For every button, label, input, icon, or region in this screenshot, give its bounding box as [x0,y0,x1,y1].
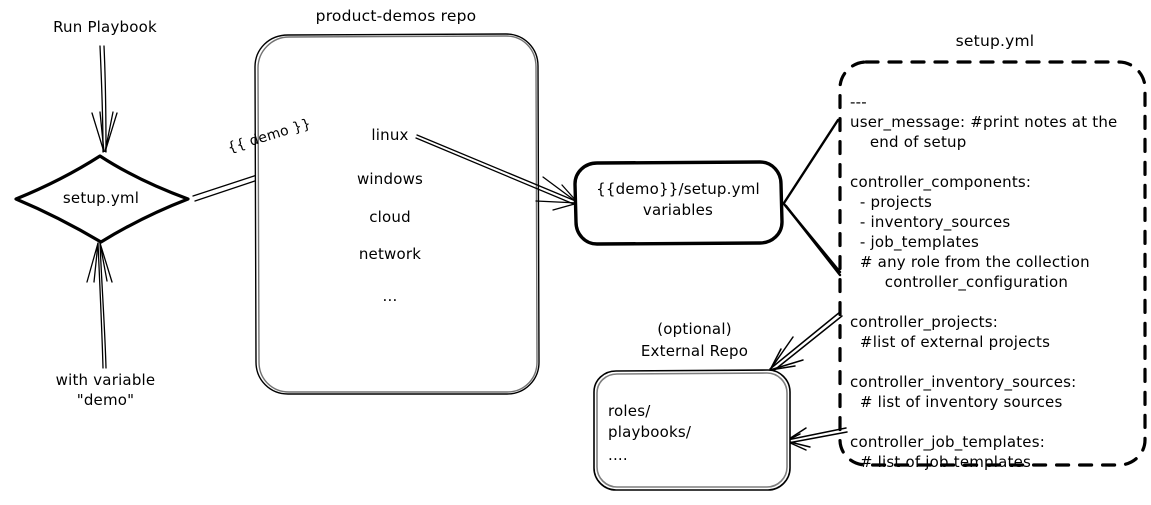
setup-yml-line: end of setup [850,133,967,151]
external-repo-item-roles: roles/ [608,402,651,420]
arrow-jobtemplates-to-external-repo [784,427,848,451]
external-repo-item-ellipsis: .... [608,446,628,464]
setup-yml-line: # any role from the collection [850,253,1090,271]
run-playbook-label: Run Playbook [53,18,157,36]
setup-yml-line [850,152,1145,172]
setup-yml-line: #list of external projects [850,333,1051,351]
setup-yml-line [850,412,1145,432]
external-repo-title-line1: (optional) [657,320,732,338]
repo-item-linux: linux [371,126,409,144]
external-repo-box [593,369,791,491]
setup-yml-line: # list of job templates [850,453,1032,471]
setup-yml-line [850,352,1145,372]
repo-item-network: network [358,245,422,263]
setup-yml-line: # list of inventory sources [850,393,1063,411]
arrow-run-playbook-to-setup [91,45,118,153]
setup-yml-line: controller_configuration [850,273,1069,291]
repo-item-ellipsis: ... [382,287,398,305]
demo-setup-vars-line1: {{demo}}/setup.yml [596,180,760,198]
demo-setup-vars-line2: variables [642,201,714,219]
setup-yml-line: controller_components: [850,173,1032,191]
repo-item-cloud: cloud [369,208,411,226]
line-setupyml-to-vars-bottom [782,202,842,277]
setup-yml-line: user_message: #print notes at the [850,113,1118,131]
external-repo-item-playbooks: playbooks/ [608,423,692,441]
setup-yml-diamond-label: setup.yml [62,189,140,207]
setup-yml-dashed-title: setup.yml [955,32,1035,50]
with-variable-label-line2: "demo" [76,391,135,409]
setup-yml-line: - job_templates [850,233,980,251]
setup-yml-dashed-box [838,60,1147,467]
setup-yml-content: --- user_message: #print notes at the end… [850,92,1145,472]
setup-yml-line: --- [850,93,867,111]
with-variable-label-line1: with variable [55,371,156,389]
setup-yml-line: controller_job_templates: [850,433,1046,451]
external-repo-title-line2: External Repo [640,342,749,360]
setup-yml-line: - projects [850,193,932,211]
setup-yml-diamond [14,154,190,244]
product-demos-repo-title: product-demos repo [315,7,477,25]
repo-item-windows: windows [356,170,424,188]
arrow-with-variable-to-setup [86,242,113,369]
setup-yml-line: controller_inventory_sources: [850,373,1077,391]
demo-setup-vars-box [573,160,784,246]
setup-yml-line: controller_projects: [850,313,998,331]
setup-yml-line: - inventory_sources [850,213,1011,231]
line-setupyml-to-vars-top [782,118,840,205]
setup-yml-line [850,292,1145,312]
arrow-projects-to-external-repo [768,311,843,373]
product-demos-repo-box [254,33,540,395]
